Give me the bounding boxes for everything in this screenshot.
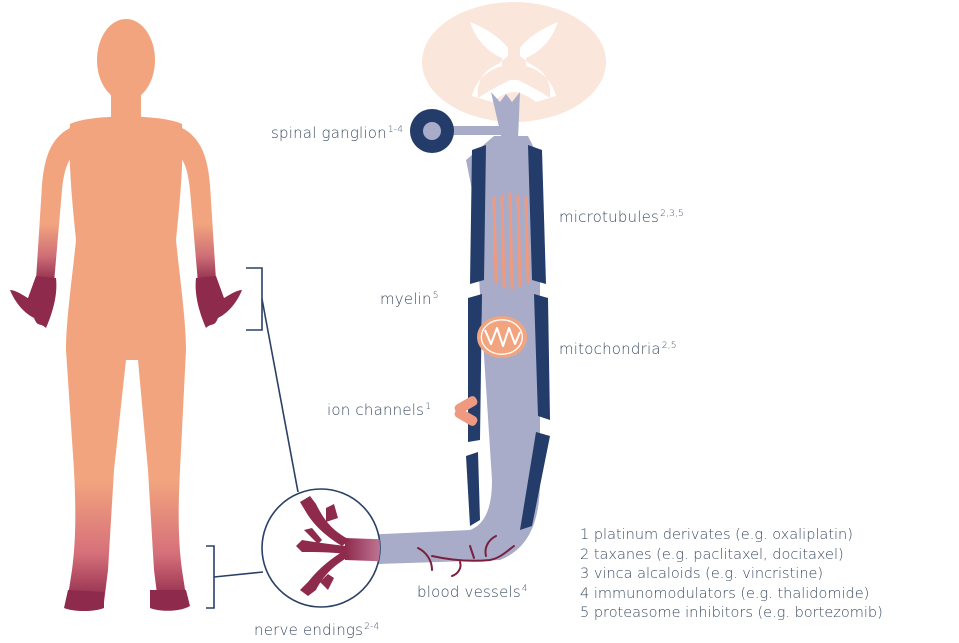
legend-num: 1 (580, 527, 589, 543)
legend-item: 3 vinca alcaloids (e.g. vincristine) (580, 565, 883, 585)
label-microtubules: microtubules2,3,5 (559, 208, 684, 226)
label-ref: 2,5 (662, 341, 677, 351)
legend-item: 5 proteasome inhibitors (e.g. bortezomib… (580, 604, 883, 624)
label-ref: 2-4 (364, 622, 379, 632)
label-text: microtubules (559, 208, 659, 226)
nerve-endings-detail (262, 489, 400, 607)
label-spinal-ganglion: spinal ganglion1-4 (271, 124, 403, 142)
label-ref: 5 (433, 291, 439, 301)
legend-item: 2 taxanes (e.g. paclitaxel, docitaxel) (580, 546, 883, 566)
label-mitochondria: mitochondria2,5 (559, 340, 677, 358)
legend-item: 4 immunomodulators (e.g. thalidomide) (580, 585, 883, 605)
legend-text: proteasome inhibitors (e.g. bortezomib) (594, 605, 883, 621)
legend-text: immunomodulators (e.g. thalidomide) (594, 586, 869, 602)
human-body-figure (10, 19, 242, 611)
label-ion-channels: ion channels1 (327, 401, 431, 419)
label-ref: 1 (425, 402, 431, 412)
legend-text: platinum derivates (e.g. oxaliplatin) (594, 527, 853, 543)
label-text: spinal ganglion (271, 124, 387, 142)
legend-text: vinca alcaloids (e.g. vincristine) (594, 566, 823, 582)
spinal-ganglion (410, 109, 454, 153)
label-ref: 2,3,5 (660, 209, 684, 219)
label-ref: 4 (522, 584, 528, 594)
legend-item: 1 platinum derivates (e.g. oxaliplatin) (580, 526, 883, 546)
legend-num: 2 (580, 547, 589, 563)
legend-num: 4 (580, 586, 589, 602)
label-ref: 1-4 (388, 125, 403, 135)
label-text: myelin (380, 290, 432, 308)
label-text: ion channels (327, 401, 424, 419)
legend-num: 5 (580, 605, 589, 621)
legend-text: taxanes (e.g. paclitaxel, docitaxel) (594, 547, 844, 563)
legend-num: 3 (580, 566, 589, 582)
label-nerve-endings: nerve endings2-4 (254, 621, 379, 639)
drug-legend: 1 platinum derivates (e.g. oxaliplatin) … (580, 526, 883, 624)
label-blood-vessels: blood vessels4 (417, 583, 528, 601)
label-myelin: myelin5 (380, 290, 439, 308)
label-text: blood vessels (417, 583, 521, 601)
label-text: nerve endings (254, 621, 363, 639)
label-text: mitochondria (559, 340, 661, 358)
mitochondrion (477, 316, 527, 358)
